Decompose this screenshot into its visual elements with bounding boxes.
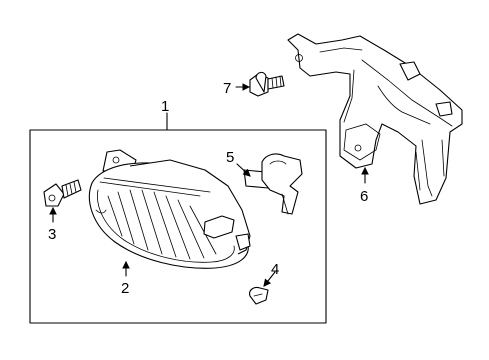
bracket	[287, 33, 463, 205]
callout-2: 2	[121, 280, 129, 297]
screw	[43, 179, 82, 207]
callout-3: 3	[48, 226, 56, 243]
leader-5	[236, 163, 251, 177]
leader-4	[263, 271, 276, 287]
fog-lamp-housing	[88, 149, 251, 269]
bolt	[249, 71, 285, 97]
bulb	[243, 153, 303, 215]
callout-1: 1	[161, 98, 169, 115]
callout-7: 7	[223, 80, 231, 97]
assembly-box	[29, 129, 327, 324]
callout-6: 6	[360, 188, 368, 205]
callout-4: 4	[271, 261, 279, 278]
clip	[249, 286, 269, 305]
callout-5: 5	[226, 149, 234, 166]
